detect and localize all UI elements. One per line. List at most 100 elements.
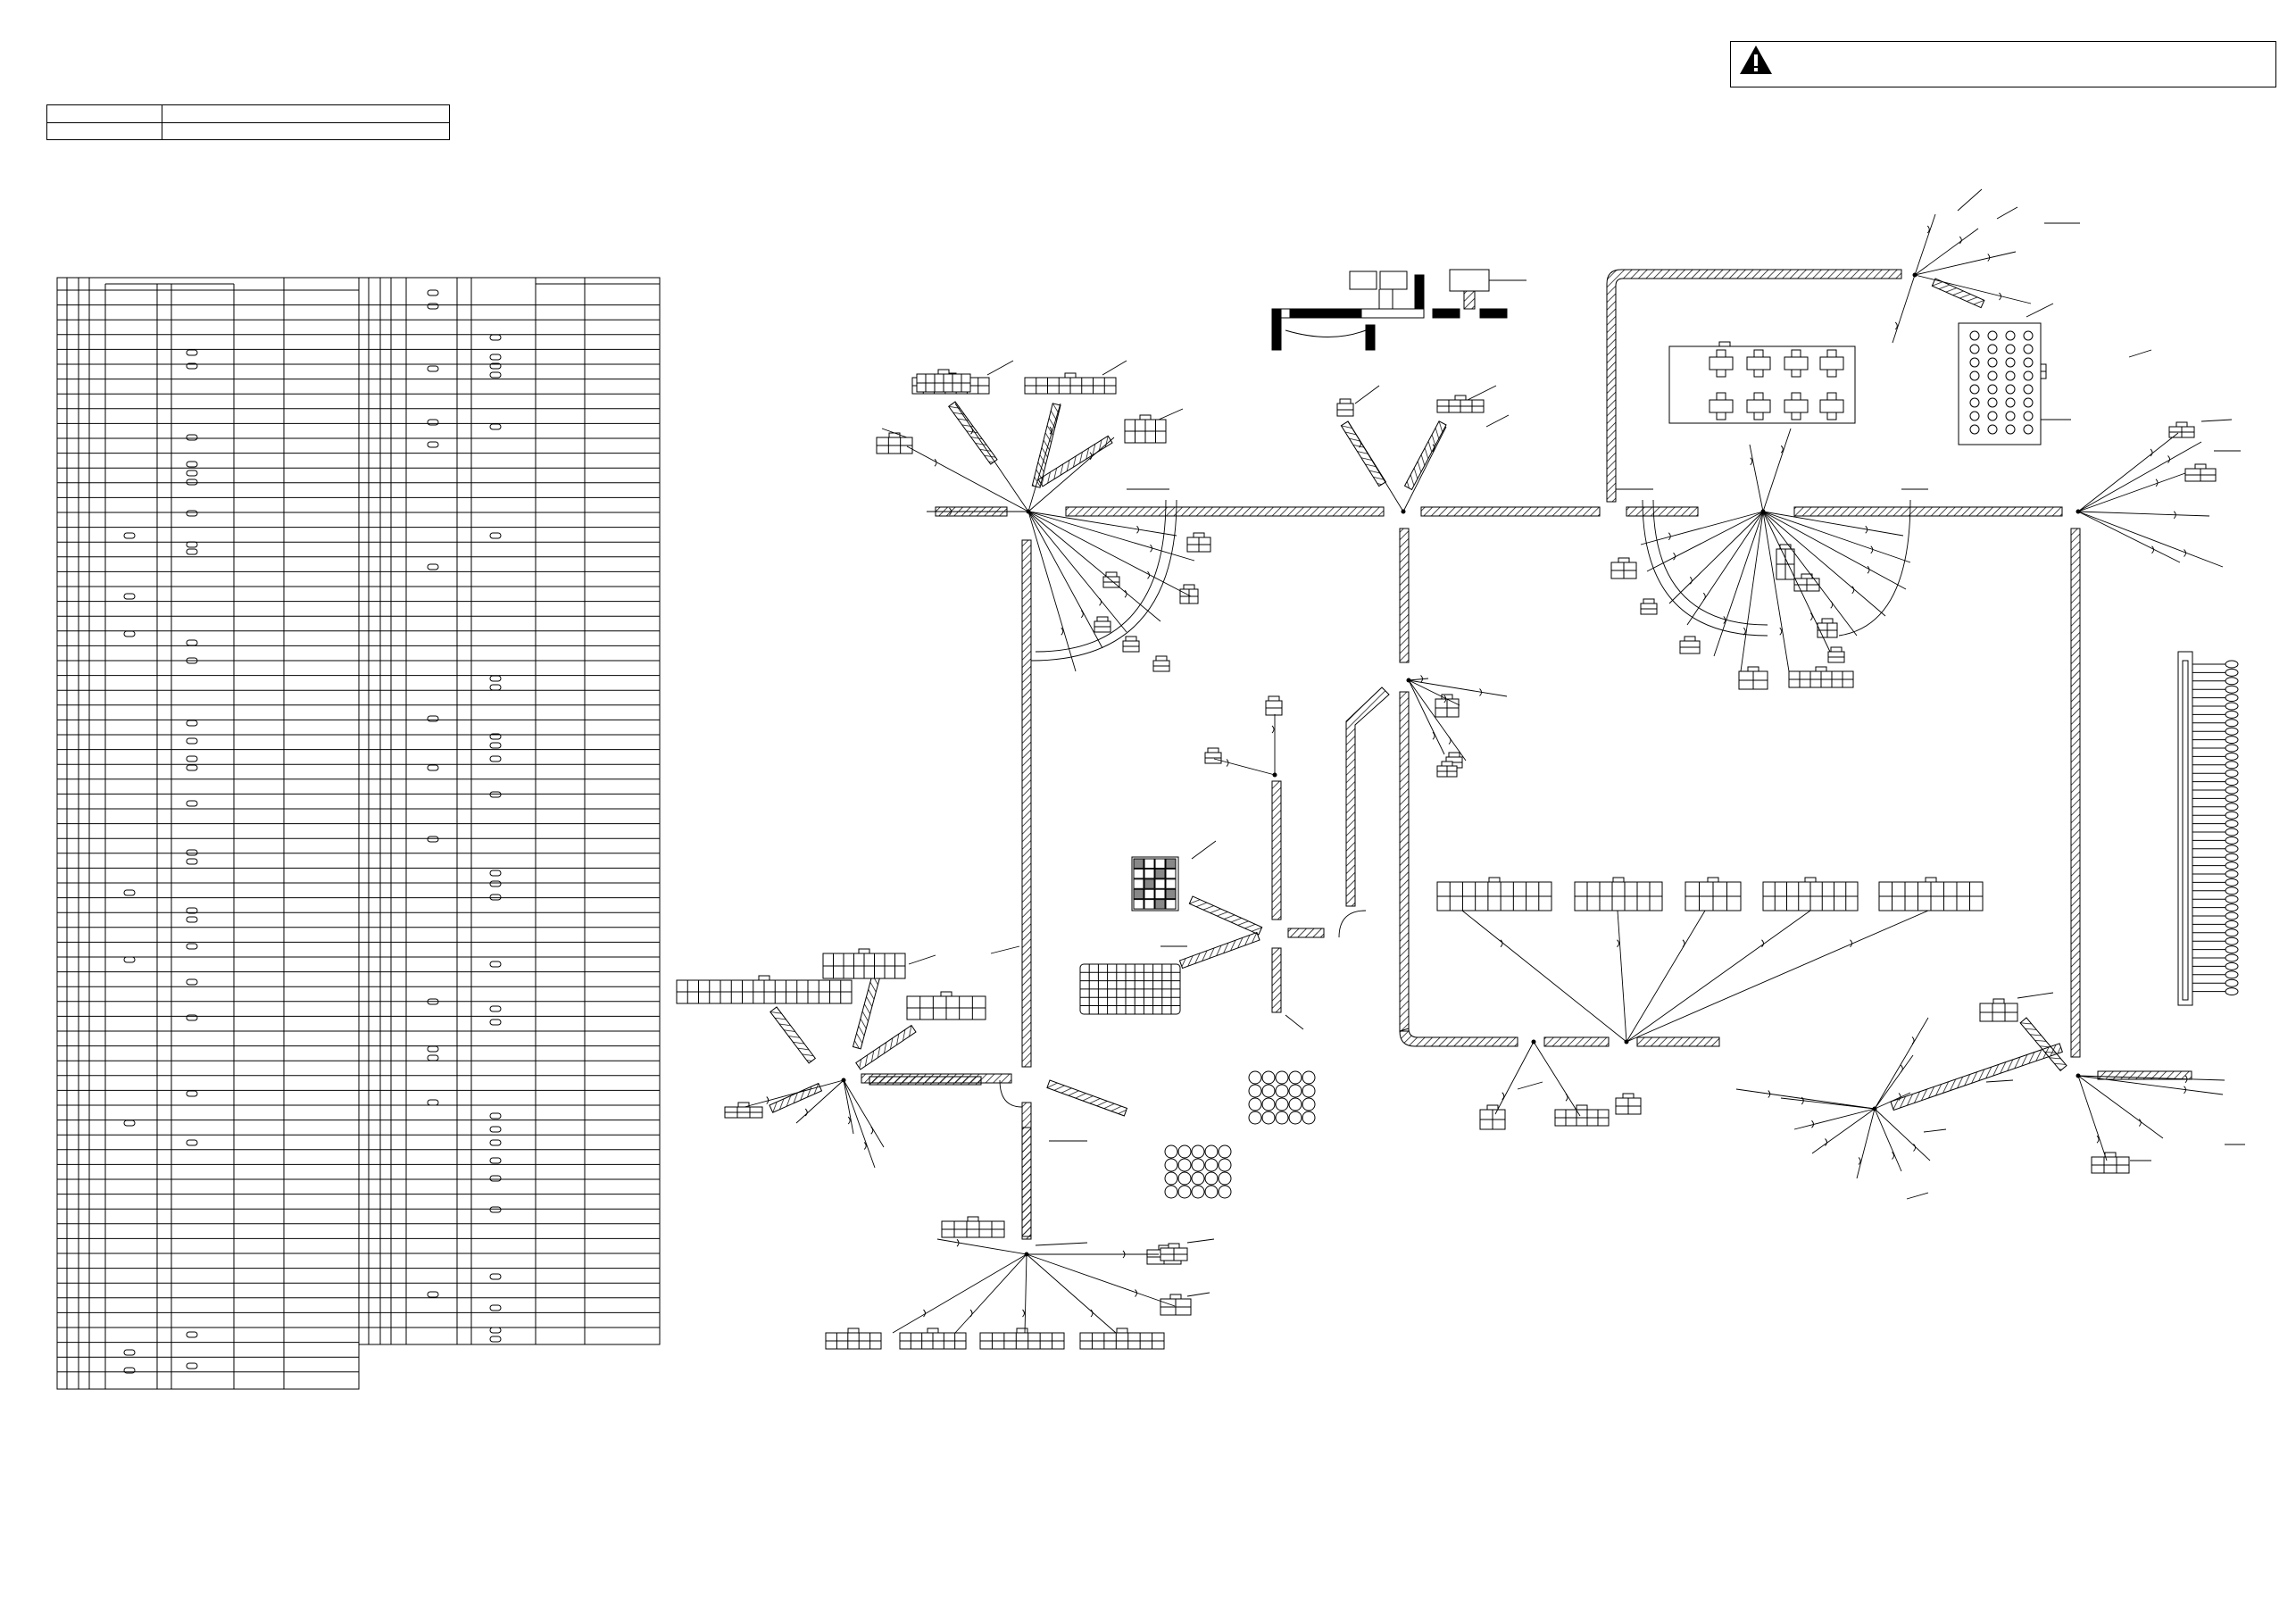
junction-terminal — [1987, 370, 1998, 381]
relay-terminal — [1716, 369, 1726, 378]
relay — [1709, 399, 1734, 413]
splice-mark — [489, 755, 502, 762]
wire-lead — [1027, 511, 1077, 672]
connector — [1788, 666, 1854, 688]
wire-lead — [1646, 511, 1764, 572]
connector — [1640, 598, 1658, 615]
splice-mark — [186, 639, 198, 646]
wire-tick — [1502, 1092, 1505, 1101]
grommet — [1248, 1084, 1262, 1098]
relay-terminal — [1826, 392, 1837, 401]
wire-tick — [1617, 939, 1619, 948]
wire-tick — [1894, 321, 1898, 330]
splice-terminal — [2225, 987, 2239, 996]
grommet — [1275, 1084, 1289, 1098]
junction-terminal — [2005, 370, 2016, 381]
splice-terminal — [2225, 903, 2239, 912]
relay-terminal — [1791, 349, 1801, 358]
splice-mark — [427, 289, 439, 296]
splice-terminal — [2225, 702, 2239, 711]
splice-terminal — [2225, 895, 2239, 903]
connector-latch — [1643, 598, 1655, 604]
wire-lead — [1626, 910, 1706, 1043]
connector — [1436, 395, 1485, 413]
callout-leader — [1467, 385, 1497, 401]
wire-lead — [1027, 511, 1103, 649]
grommet — [1204, 1185, 1219, 1199]
wire-lead — [1914, 274, 2032, 304]
connector — [1817, 618, 1838, 638]
splice-terminal — [2225, 811, 2239, 820]
connector-latch — [1116, 1328, 1128, 1334]
grommet — [1275, 1070, 1289, 1085]
relay — [1784, 399, 1809, 413]
wire-tick — [1926, 225, 1930, 234]
wire-tick — [1851, 586, 1855, 595]
callout-leader — [2128, 349, 2152, 358]
wire-lead — [1408, 679, 1467, 762]
callout-leader — [1191, 840, 1217, 860]
connector — [1615, 1093, 1642, 1115]
splice-mark — [123, 1119, 136, 1127]
wire-tick — [1432, 731, 1435, 740]
wire-tick — [1850, 939, 1852, 948]
splice-terminal — [2225, 710, 2239, 719]
wire-lead — [1874, 1108, 1902, 1172]
fuse-cell — [1133, 878, 1144, 889]
connector-latch — [1168, 1243, 1180, 1249]
junction-terminal — [2005, 397, 2016, 408]
splice-terminal — [2225, 727, 2239, 736]
junction-block — [1958, 322, 2042, 445]
splice-mark — [186, 461, 198, 468]
connector-latch — [1622, 1093, 1635, 1099]
callout-leader — [1517, 1081, 1543, 1090]
connector — [724, 1102, 763, 1119]
splice-terminal — [2225, 719, 2239, 728]
wire-tick — [1761, 939, 1764, 948]
grommet — [1288, 1111, 1302, 1125]
wire-tick — [1779, 627, 1783, 636]
callout-leader — [990, 945, 1020, 954]
wire-lead — [2077, 432, 2179, 512]
wire-lead — [1617, 910, 1627, 1043]
connector — [1436, 761, 1458, 778]
splice-terminal — [2225, 978, 2239, 987]
wire-tick — [923, 1309, 926, 1318]
relay-terminal — [1753, 392, 1764, 401]
grommet — [1288, 1084, 1302, 1098]
connector-latch — [1441, 694, 1453, 700]
fuse-cell — [1154, 868, 1166, 879]
grommet — [1164, 1144, 1178, 1159]
callout-leader — [1285, 1014, 1304, 1030]
grommet — [1302, 1070, 1316, 1085]
wire-tick — [1099, 597, 1102, 606]
grommet — [1177, 1144, 1192, 1159]
connector — [1979, 998, 2018, 1022]
wire-tick — [1150, 544, 1152, 553]
fuse-cell — [1165, 888, 1177, 900]
connector — [1160, 1294, 1192, 1316]
callout-leader — [1186, 1292, 1210, 1297]
wire-lead — [892, 1253, 1027, 1334]
junction-terminal — [1987, 330, 1998, 341]
connector — [1738, 666, 1768, 690]
splice-mark — [123, 956, 136, 963]
junction-terminal — [2005, 344, 2016, 354]
wire-lead — [1914, 251, 2017, 276]
relay — [1819, 356, 1844, 370]
wire-tick — [1811, 1119, 1814, 1128]
wire-lead — [795, 1079, 844, 1124]
splice-mark — [123, 593, 136, 600]
wire-tick — [1689, 576, 1693, 585]
connector-latch — [1779, 544, 1792, 550]
splice-terminal — [2225, 961, 2239, 970]
wire-tick — [1911, 1036, 1915, 1045]
wire-lead — [1026, 1253, 1176, 1307]
relay-terminal — [1791, 369, 1801, 378]
splice-mark — [186, 907, 198, 914]
junction-terminal — [1987, 411, 1998, 421]
wire-lead — [1874, 1092, 1911, 1110]
connector — [941, 1216, 1005, 1238]
connector-latch — [1830, 646, 1843, 653]
